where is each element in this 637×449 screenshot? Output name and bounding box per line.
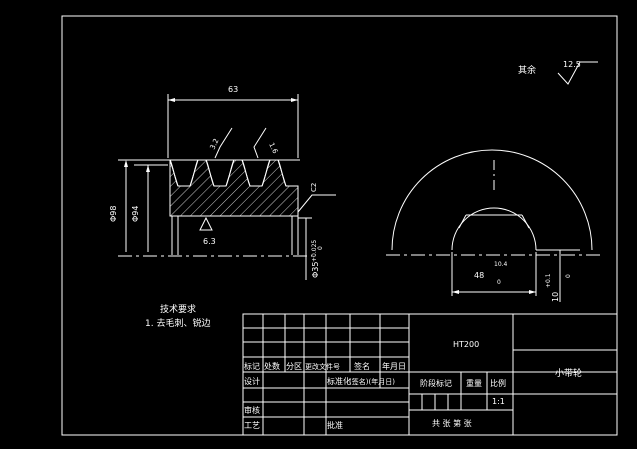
dim-arrow-dia-1 <box>124 160 128 167</box>
scale: 比例 <box>490 378 506 388</box>
weight: 重量 <box>466 378 482 388</box>
roughness-bottom-icon <box>199 216 213 231</box>
keyway-height-dim: 10 <box>551 292 560 302</box>
keyway-height-tol-upper: +0.1 <box>545 273 552 288</box>
dia-bore-nominal: Φ35 <box>311 262 320 278</box>
roughness-bottom: 6.3 <box>203 237 216 246</box>
design: 设计 <box>244 376 260 386</box>
roughness-top-2-icon <box>253 127 267 159</box>
check: 审核 <box>244 405 260 415</box>
dia-bore-tol: +0.025 <box>311 240 318 262</box>
h-count: 处数 <box>264 361 280 371</box>
roughness-rest-value: 12.5 <box>563 60 581 69</box>
h-sign: 签名 <box>354 361 370 371</box>
roughness-rest-group: 其余 12.5 <box>518 60 598 85</box>
hatched-section <box>169 159 299 217</box>
scale-value: 1:1 <box>492 397 505 406</box>
h-docno: 更改文件号 <box>305 362 340 371</box>
dia-left-1: Φ98 <box>109 206 118 222</box>
h-date: 年月日 <box>382 361 406 371</box>
sheets: 共 张 第 张 <box>432 418 472 428</box>
groove-profile <box>169 159 287 187</box>
roughness-rest-label: 其余 <box>518 64 536 76</box>
roughness-top-1-icon <box>214 127 233 159</box>
title-block-frame <box>242 313 618 436</box>
chamfer-label: C2 <box>310 183 318 192</box>
title-block: HT200 小带轮 标记 处数 分区 更改文件号 签名 年月日 设计 标准化 (… <box>242 313 618 436</box>
material: HT200 <box>453 340 479 349</box>
approve: 批准 <box>327 420 343 430</box>
bore-arc <box>451 207 537 251</box>
dim-arrow-dia-2 <box>146 165 150 172</box>
keyway-right <box>521 214 530 229</box>
keyway-width-dim: 10.4 <box>494 261 508 268</box>
process: 工艺 <box>244 421 260 430</box>
bore-width-dim: 48 <box>474 271 484 280</box>
keyway-height-tol-lower: 0 <box>565 274 572 278</box>
h-mark: 标记 <box>244 361 260 371</box>
dia-left-2: Φ94 <box>131 206 140 222</box>
dia-bore-tol-lower: 0 <box>317 246 324 250</box>
stage-mark: 阶段标记 <box>420 378 452 388</box>
roughness-symbol-icon <box>557 61 598 85</box>
gear-width-dim: 63 <box>228 85 238 94</box>
roughness-top-2: 1.6 <box>267 141 279 155</box>
notes-line-1: 1. 去毛刺、锐边 <box>145 317 210 329</box>
chamfer-leader <box>297 194 336 213</box>
part-name: 小带轮 <box>555 367 582 379</box>
standard: 标准化 <box>327 376 351 386</box>
h-zone: 分区 <box>286 362 302 371</box>
outer-arc <box>391 149 593 251</box>
keyway-sub: 0 <box>497 279 501 286</box>
technical-notes: 技术要求 1. 去毛刺、锐边 <box>145 303 210 329</box>
roughness-top-1: 3.2 <box>209 137 221 150</box>
gear-section-view: 63 3.2 1.6 6.3 C2 Φ98 Φ94 +0.025 0 Φ35 <box>109 85 336 280</box>
keyway-left <box>458 214 467 229</box>
notes-title: 技术要求 <box>160 303 196 315</box>
sign-date: (签名)(年月日) <box>349 377 395 386</box>
pulley-front-view: 48 10.4 0 +0.1 0 10 <box>386 149 600 302</box>
